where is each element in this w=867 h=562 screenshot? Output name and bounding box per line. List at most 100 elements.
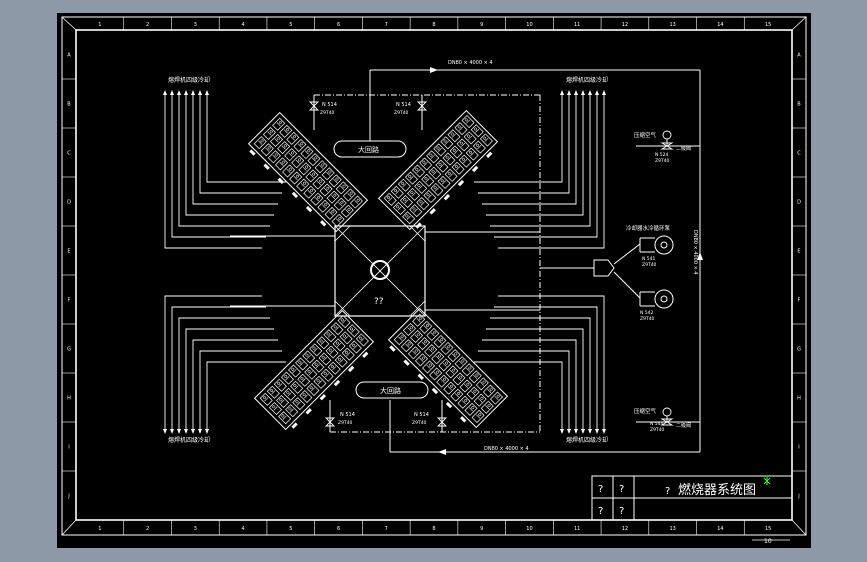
burner-cell (292, 397, 306, 411)
burner-cell (402, 211, 416, 225)
bottom-header-pipe (355, 381, 429, 399)
burner-cell (475, 377, 489, 391)
nozzle-mark (460, 416, 467, 423)
burner-cell (456, 138, 470, 152)
burner-cell (267, 150, 281, 164)
ruler-col-bottom: 12 (622, 526, 628, 532)
burner-cell (400, 339, 414, 353)
ruler-row-right: A (797, 53, 801, 59)
flow-arrow-icons (430, 67, 703, 455)
burner-cell (325, 345, 339, 359)
frame-corner-lines (61, 16, 807, 536)
nozzle-mark (249, 149, 256, 156)
burner-cell (332, 338, 346, 352)
burner-cell (437, 175, 451, 189)
group-label-bottom-left: 熔焊机四级冷却 (168, 436, 210, 444)
nozzle-mark (347, 365, 355, 373)
burner-cell (274, 157, 288, 171)
ruler-col-top: 11 (574, 22, 580, 28)
valve-icons (308, 101, 448, 427)
burner-cell (473, 393, 487, 407)
burner-cell (314, 160, 328, 174)
top-header-pipe (313, 69, 701, 453)
burner-cell (319, 183, 333, 197)
burner-cell (400, 194, 414, 208)
burner-cell (464, 402, 478, 416)
ruler-row-left: J (67, 494, 69, 500)
burner-cell (297, 373, 311, 387)
ruler-col-top: 14 (717, 22, 723, 28)
burner-cell (304, 366, 318, 380)
nozzle-mark (415, 222, 422, 229)
burner-cell (412, 164, 426, 178)
burner-cell (392, 202, 406, 216)
ruler-col-top: 3 (194, 22, 197, 28)
ruler-col-bottom: 8 (432, 526, 435, 532)
air-top-sub: 二级阀 (676, 145, 691, 152)
ruler-col-top: 5 (289, 22, 292, 28)
burner-cell (433, 334, 447, 348)
burner-cell (327, 361, 341, 375)
pump-2-icon (654, 289, 674, 309)
ruler-row-right: E (797, 249, 800, 255)
burner-cell (390, 185, 404, 199)
ruler-col-bottom: 5 (289, 526, 292, 532)
burner-cell (309, 343, 323, 357)
burner-cell (328, 174, 342, 188)
burner-cell (306, 382, 320, 396)
burner-cell (310, 192, 324, 206)
burner-cell (330, 322, 344, 336)
burner-cell (295, 357, 309, 371)
burner-cell (259, 392, 273, 406)
ruler-col-bottom: 9 (480, 526, 483, 532)
burner-cell (445, 365, 459, 379)
burner-cell (253, 136, 267, 150)
burner-cell (393, 332, 407, 346)
drawing-sheet (57, 13, 811, 548)
burner-cell (426, 327, 440, 341)
ruler-col-bottom: 6 (337, 526, 340, 532)
right-pipe-spec: DN80 × 4000 × 4 (692, 230, 698, 275)
burner-cell (429, 367, 443, 381)
burner-cell (355, 333, 369, 347)
burner-cell (346, 324, 360, 338)
burner-cell (284, 148, 298, 162)
burner-cell (285, 404, 299, 418)
ruler-row-right: H (797, 396, 801, 402)
burner-cell (458, 154, 472, 168)
group-label-top-right: 熔焊机四级冷却 (566, 76, 608, 84)
burner-cell (331, 213, 345, 227)
burner-cell (280, 371, 294, 385)
burner-cell (440, 136, 454, 150)
nozzle-mark (291, 422, 298, 429)
burner-cell (479, 133, 493, 147)
burner-cell (482, 384, 496, 398)
burner-cell (296, 178, 310, 192)
nozzle-mark (429, 208, 436, 215)
burner-cell (333, 197, 347, 211)
nozzle-mark (431, 387, 439, 395)
ruler-row-left: C (67, 151, 71, 157)
burner-cell (300, 146, 314, 160)
ruler-col-bottom: 7 (385, 526, 388, 532)
nozzle-mark (486, 151, 493, 158)
burner-cell (317, 199, 331, 213)
burner-cell (452, 372, 466, 386)
air-top-code: N 524 (655, 152, 669, 158)
burner-cell (321, 167, 335, 181)
burner-cell (463, 131, 477, 145)
ruler-ticks (62, 17, 806, 535)
burner-cell (431, 351, 445, 365)
burner-cell (447, 349, 461, 363)
burner-cell (450, 388, 464, 402)
burner-cell (290, 380, 304, 394)
ruler-row-left: H (67, 396, 71, 402)
ruler-col-bottom: 1 (98, 526, 101, 532)
pump1-sub: Z9T40 (642, 262, 657, 268)
burner-cell (435, 159, 449, 173)
burner-port-icon (370, 260, 390, 280)
ruler-col-top: 2 (146, 22, 149, 28)
burner-cell (299, 390, 313, 404)
burner-cell (349, 195, 363, 209)
